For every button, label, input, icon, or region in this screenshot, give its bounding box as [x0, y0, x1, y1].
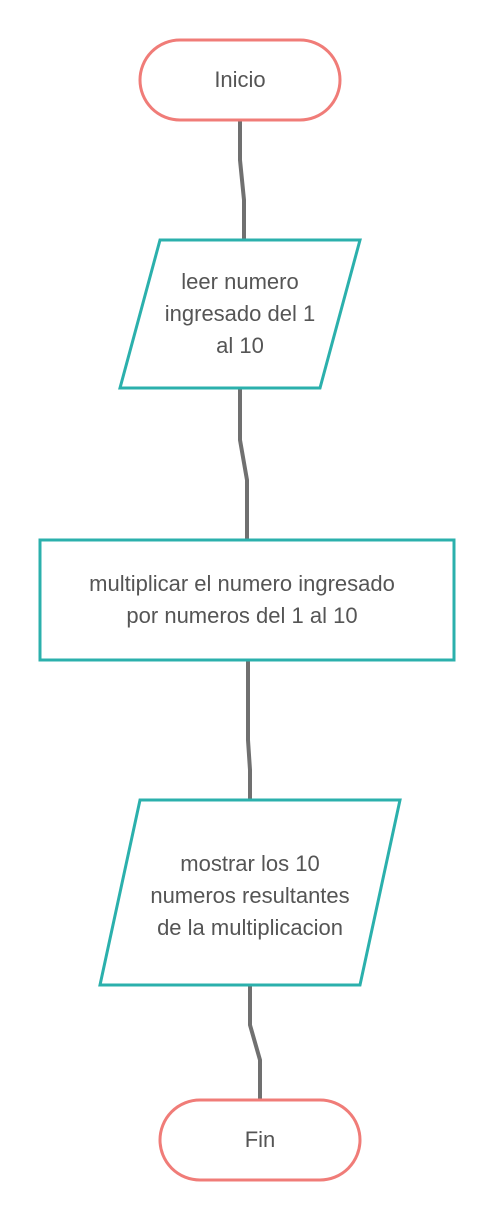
start-label-line: Inicio [214, 67, 266, 92]
connector-output-to-end [248, 985, 262, 1100]
input-label-line: leer numero [181, 269, 299, 294]
input-label-line: ingresado del 1 [164, 301, 316, 326]
process-label-line: por numeros del 1 al 10 [126, 603, 358, 628]
connector-start-to-input [238, 120, 246, 240]
connector-process-to-output [246, 660, 252, 800]
output-label-line: de la multiplicacion [157, 915, 343, 940]
process-rectangle [38, 538, 456, 662]
output-label-line: mostrar los 10 [180, 851, 320, 876]
process-label: multiplicar el numero ingresado por nume… [40, 552, 444, 648]
end-terminal [158, 1098, 362, 1182]
end-label: Fin [160, 1100, 360, 1180]
connector-input-to-process [238, 388, 249, 540]
input-label: leer numero ingresado del 1 al 10 [130, 258, 350, 370]
end-label-line: Fin [244, 1127, 276, 1152]
start-label: Inicio [140, 40, 340, 120]
input-label-line: al 10 [216, 333, 264, 358]
input-parallelogram [118, 238, 362, 390]
output-parallelogram [98, 798, 402, 987]
process-label-line: multiplicar el numero ingresado [89, 571, 395, 596]
start-terminal [138, 38, 342, 122]
output-label-line: numeros resultantes [150, 883, 350, 908]
output-label: mostrar los 10 numeros resultantes de la… [120, 840, 380, 952]
